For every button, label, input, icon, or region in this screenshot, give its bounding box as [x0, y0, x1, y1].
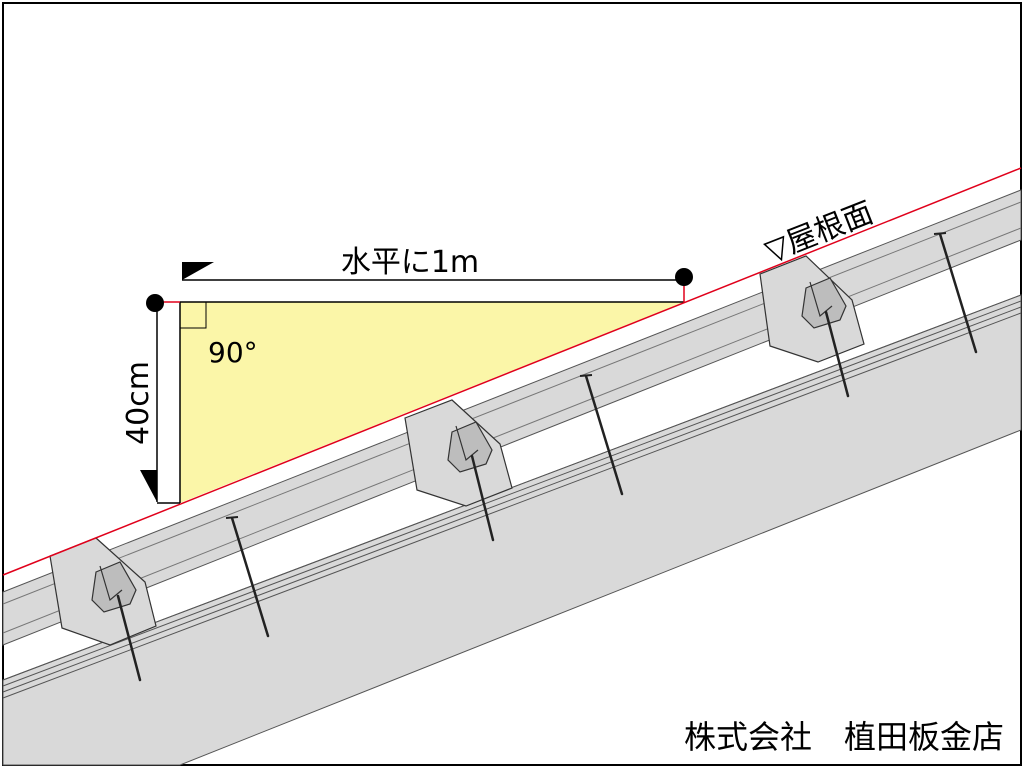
right-angle-mark [179, 301, 207, 329]
roof-nails [116, 232, 978, 682]
pitch-triangle [180, 302, 684, 503]
vertical-dimension-arrow [140, 470, 157, 502]
horizontal-length-label: 水平に1m [341, 245, 479, 280]
horizontal-dimension-arrow [182, 262, 214, 280]
tile-hook-2 [404, 399, 513, 507]
roof-slope-line [2, 167, 1022, 576]
right-angle-label: 90° [208, 336, 258, 369]
tile-hook-3 [759, 255, 865, 363]
horizontal-dimension-endpoint [675, 268, 693, 286]
vertical-dimension-endpoint [146, 294, 164, 312]
company-name: 株式会社 植田板金店 [684, 718, 1004, 756]
tile-course-lines [2, 201, 1022, 634]
nail-heads [225, 232, 947, 519]
vertical-height-label: 40cm [121, 361, 156, 445]
